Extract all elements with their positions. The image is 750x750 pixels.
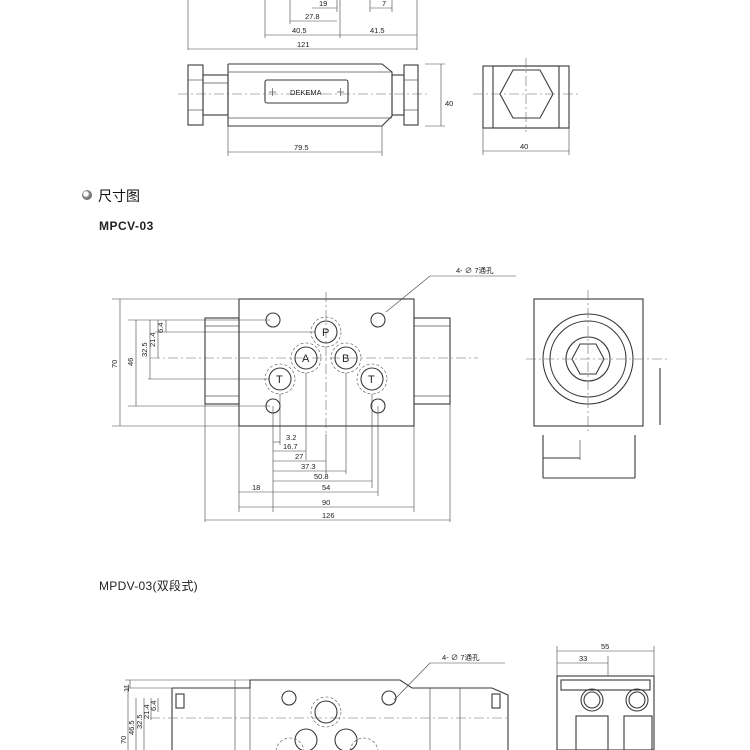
dim-37-3: 37.3 xyxy=(301,462,316,471)
dim-70-mpdv: 70 xyxy=(119,736,128,744)
mpcv03-hole-callout: 4- ∅ 7通孔 xyxy=(456,265,494,275)
dim-70: 70 xyxy=(110,360,119,368)
dim-40-horizontal: 40 xyxy=(520,142,528,151)
dim-11: 11 xyxy=(122,684,131,692)
dim-27-8: 27.8 xyxy=(305,12,320,21)
dim-33: 33 xyxy=(579,654,587,663)
dim-90: 90 xyxy=(322,498,330,507)
port-b-label: B xyxy=(342,353,349,365)
dim-46: 46 xyxy=(126,358,135,366)
mpdv03-hole-callout: 4- ∅ 7通孔 xyxy=(442,652,480,662)
dim-40-5: 40.5 xyxy=(292,26,307,35)
dim-79-5: 79.5 xyxy=(294,143,309,152)
port-t-left-label: T xyxy=(276,374,283,386)
mpdv03-front-view: 4- ∅ 7通孔 11 70 46.5 32.5 21.4 6.4 xyxy=(119,652,510,750)
dim-6-4: 6.4 xyxy=(156,323,165,333)
dim-40-vertical: 40 xyxy=(445,99,453,108)
top-valve-side-view: DEKEMA 40 79.5 xyxy=(178,63,453,156)
port-a-label: A xyxy=(302,353,310,365)
model-mpcv03-title: MPCV-03 xyxy=(99,219,154,233)
mpdv03-side-view: 55 33 xyxy=(556,642,655,750)
mpcv03-front-view: P A B T T 4- ∅ 7通孔 70 46 32.5 21.4 6.4 xyxy=(110,265,516,522)
dim-121: 121 xyxy=(297,40,310,49)
top-dimension-group: 19 7 27.8 40.5 41.5 121 xyxy=(187,0,418,50)
dim-21-4: 21.4 xyxy=(148,332,157,347)
dim-50-8: 50.8 xyxy=(314,472,329,481)
mpcv03-end-view xyxy=(526,290,668,479)
dim-41-5: 41.5 xyxy=(370,26,385,35)
dim-19: 19 xyxy=(319,0,327,8)
dim-18: 18 xyxy=(252,483,260,492)
model-mpdv03-title: MPDV-03(双段式) xyxy=(99,579,198,593)
dim-55: 55 xyxy=(601,642,609,651)
dim-6-4-mpdv: 6.4 xyxy=(149,701,158,711)
dim-126: 126 xyxy=(322,511,335,520)
dim-32-5: 32.5 xyxy=(140,342,149,357)
dim-46-5: 46.5 xyxy=(127,720,136,735)
dim-27: 27 xyxy=(295,452,303,461)
dim-7: 7 xyxy=(382,0,386,8)
brand-label: DEKEMA xyxy=(290,88,322,97)
dim-3-2: 3.2 xyxy=(286,433,296,442)
port-t-right-label: T xyxy=(368,374,375,386)
dim-32-5-mpdv: 32.5 xyxy=(135,714,144,729)
circle-bullet-icon xyxy=(82,190,92,200)
port-p-label: P xyxy=(322,327,329,339)
section-title: 尺寸图 xyxy=(98,188,140,204)
dim-21-4-mpdv: 21.4 xyxy=(142,704,151,719)
top-end-view: 40 xyxy=(473,58,580,155)
dim-54: 54 xyxy=(322,483,330,492)
dim-16-7: 16.7 xyxy=(283,442,298,451)
